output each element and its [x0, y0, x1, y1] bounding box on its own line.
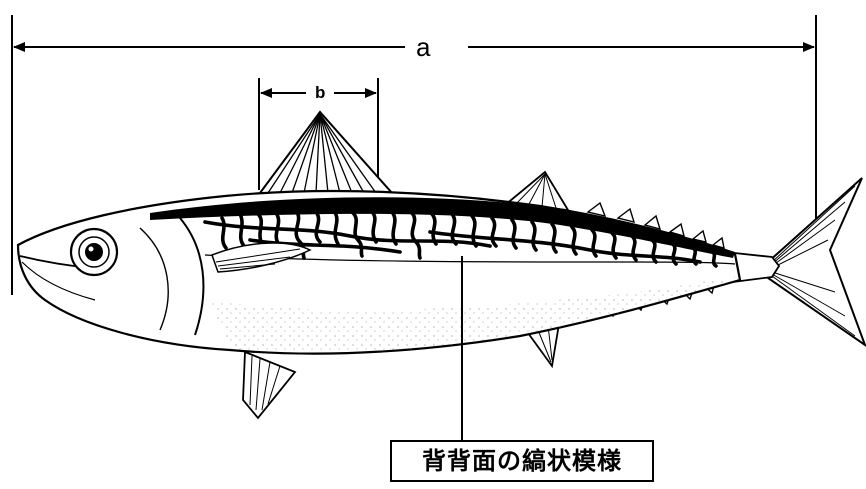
- mackerel-illustration: [18, 112, 865, 418]
- stripe-pattern-caption: 背背面の縞状模様: [390, 440, 654, 482]
- pelvic-fin: [243, 352, 295, 418]
- total-length-label: a: [410, 34, 436, 60]
- first-dorsal-fin: [260, 112, 392, 193]
- fin-base-label: b: [311, 84, 329, 101]
- eye: [71, 229, 117, 275]
